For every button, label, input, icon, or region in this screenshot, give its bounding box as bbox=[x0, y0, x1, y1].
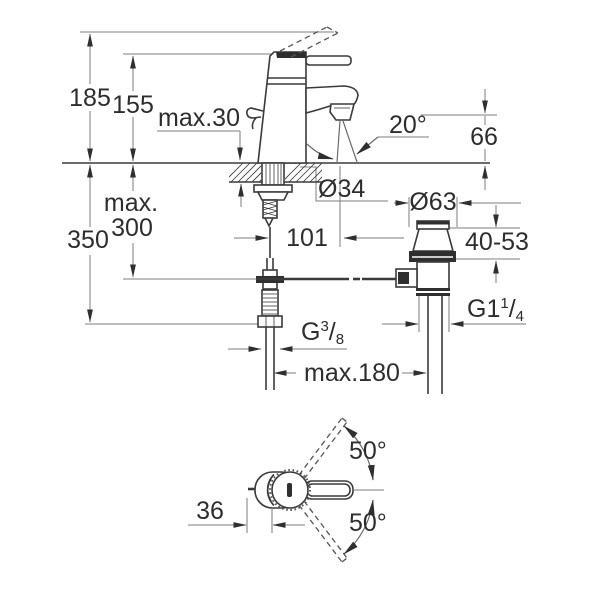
lever-handle bbox=[305, 55, 352, 66]
dim-swing-down: 50° bbox=[349, 509, 387, 537]
pull-rod-knob bbox=[246, 107, 264, 130]
washer bbox=[253, 184, 293, 193]
stream-angle-indicator bbox=[306, 120, 429, 163]
dim-swing-up: 50° bbox=[349, 437, 387, 465]
plan-view bbox=[188, 417, 384, 563]
lever-slot bbox=[287, 483, 292, 497]
aerator bbox=[329, 103, 356, 121]
dim-rod-offset: 36 bbox=[196, 497, 224, 525]
handle-swing-dashed-up bbox=[298, 417, 348, 480]
dim-depth-max-word: max. bbox=[104, 189, 158, 217]
waste-plug bbox=[416, 220, 450, 230]
dim-waste-range: 40-53 bbox=[465, 228, 529, 256]
dim-total-height: 185 bbox=[69, 84, 111, 112]
handle-swing-dashed-down bbox=[298, 500, 348, 563]
dim-depth-max-value: 300 bbox=[111, 214, 153, 242]
dim-waste-thread: G11/4 bbox=[467, 295, 524, 325]
cartridge-cap bbox=[276, 52, 306, 58]
dimension-lines bbox=[87, 33, 526, 376]
deck-hatch-left bbox=[229, 163, 261, 182]
deck-hatch-right bbox=[285, 163, 322, 182]
knurl-ring bbox=[269, 469, 311, 511]
dim-waste-diameter: Ø63 bbox=[409, 188, 456, 216]
waste-body bbox=[416, 261, 450, 290]
dimension-labels: 185 155 max.30 20° 66 Ø34 101 Ø63 40-53 … bbox=[67, 84, 529, 537]
spout bbox=[305, 85, 359, 115]
reference-lines bbox=[80, 31, 520, 332]
dim-hole-diameter: Ø34 bbox=[318, 175, 365, 203]
rod-clamp-screw bbox=[398, 272, 409, 284]
mounting-nut bbox=[256, 191, 290, 201]
lever-raised-dashed bbox=[279, 26, 339, 58]
connector-nut bbox=[257, 315, 283, 328]
dim-supply-thread: G3/8 bbox=[301, 318, 344, 348]
dim-deck-thickness: max.30 bbox=[158, 104, 240, 132]
dim-spout-reach: 101 bbox=[286, 224, 328, 252]
dim-spout-height: 66 bbox=[470, 123, 498, 151]
dim-spout-angle: 20° bbox=[389, 111, 427, 139]
dim-depth-total: 350 bbox=[67, 226, 109, 254]
pop-up-waste bbox=[395, 220, 456, 394]
dim-body-height: 155 bbox=[112, 91, 154, 119]
mixer-side-view bbox=[246, 26, 402, 390]
dim-centre-distance: max.180 bbox=[304, 359, 400, 387]
